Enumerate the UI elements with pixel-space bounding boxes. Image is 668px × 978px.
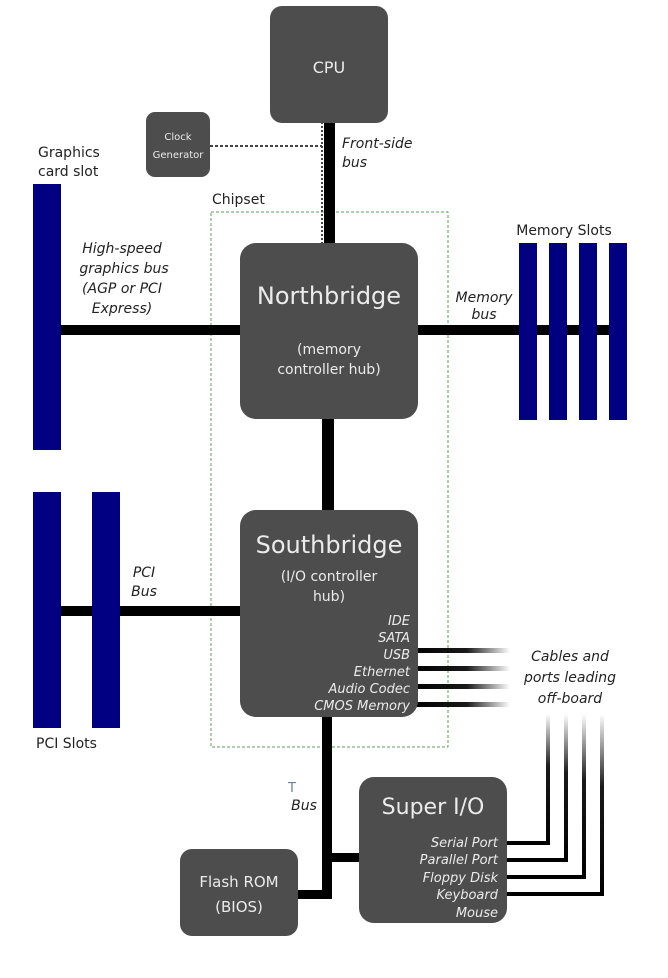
graphics-card-slot <box>33 184 61 450</box>
cable-cmos <box>414 702 510 707</box>
cable-ethernet <box>414 666 510 671</box>
clock-generator-chip: Clock Generator <box>146 112 210 177</box>
flash-rom-chip: Flash ROM (BIOS) <box>180 849 298 936</box>
graphics-bus-label-4: Express) <box>92 301 152 317</box>
northbridge-title: Northbridge <box>257 282 401 310</box>
flash-rom-label-1: Flash ROM <box>199 873 278 891</box>
southbridge-port-usb: USB <box>383 648 410 663</box>
superio-port-parallel: Parallel Port <box>420 853 499 868</box>
southbridge-port-cmos: CMOS Memory <box>314 699 410 714</box>
pci-slot-2 <box>92 492 120 728</box>
northbridge-subtitle-2: controller hub) <box>277 362 380 378</box>
memory-bus-label-1: Memory <box>456 290 514 306</box>
cpu-label: CPU <box>313 58 346 77</box>
southbridge-title: Southbridge <box>256 531 403 559</box>
memory-slots-label: Memory Slots <box>516 223 612 239</box>
front-side-bus-label-2: bus <box>342 155 367 171</box>
memory-slot-3 <box>579 243 597 420</box>
superio-port-keyboard: Keyboard <box>436 888 498 903</box>
front-side-bus-label-1: Front-side <box>342 136 412 152</box>
lpc-bus-to-superio <box>330 853 360 862</box>
cables-label-1: Cables and <box>531 649 609 665</box>
flash-rom-label-2: (BIOS) <box>215 898 263 916</box>
graphics-slot-label-2: card slot <box>38 164 99 180</box>
cable-audio <box>414 684 510 689</box>
cable-usb <box>414 648 510 653</box>
superio-cables <box>500 714 604 896</box>
graphics-bus <box>60 325 242 335</box>
superio-port-mouse: Mouse <box>456 906 498 921</box>
southbridge-subtitle-1: (I/O controller <box>281 569 378 585</box>
graphics-bus-label-1: High-speed <box>82 241 162 257</box>
northbridge-chip: Northbridge (memory controller hub) <box>240 243 418 419</box>
pci-slot-1 <box>33 492 61 728</box>
northbridge-southbridge-link <box>322 418 334 514</box>
graphics-bus-label-2: graphics bus <box>79 261 168 277</box>
superio-port-floppy: Floppy Disk <box>423 871 499 886</box>
lpc-bus-to-flash <box>298 890 332 899</box>
pci-bus-label-2: Bus <box>131 584 157 600</box>
graphics-slot-label-1: Graphics <box>38 145 100 161</box>
southbridge-subtitle-2: hub) <box>313 589 345 605</box>
northbridge-subtitle-1: (memory <box>297 342 361 358</box>
cpu-chip: CPU <box>270 6 388 123</box>
graphics-bus-label-3: (AGP or PCI <box>82 281 162 297</box>
lpc-bus-label-2: Bus <box>291 798 317 814</box>
superio-title: Super I/O <box>382 795 485 820</box>
southbridge-chip: Southbridge (I/O controller hub) IDE SAT… <box>240 510 418 717</box>
chipset-label: Chipset <box>212 192 265 208</box>
front-side-bus <box>324 122 335 246</box>
pci-bus-label-1: PCI <box>133 565 155 581</box>
memory-bus-label-2: bus <box>471 307 496 323</box>
superio-port-serial: Serial Port <box>431 836 499 851</box>
southbridge-port-sata: SATA <box>378 631 410 646</box>
memory-bus <box>416 325 612 335</box>
clock-label-line1: Clock <box>164 132 191 143</box>
southbridge-port-audio: Audio Codec <box>327 682 410 697</box>
clock-label-line2: Generator <box>153 150 205 161</box>
pci-bus <box>60 606 242 616</box>
cables-label-2: ports leading <box>523 670 616 686</box>
southbridge-port-ethernet: Ethernet <box>354 665 411 680</box>
pci-slots-label: PCI Slots <box>36 736 97 752</box>
lpc-bus-vertical <box>322 715 332 898</box>
southbridge-port-ide: IDE <box>388 614 411 629</box>
lpc-bus-label-1: T <box>287 781 296 796</box>
superio-chip: Super I/O Serial Port Parallel Port Flop… <box>359 777 507 923</box>
memory-slot-4 <box>609 243 627 420</box>
memory-slot-1 <box>519 243 537 420</box>
memory-slot-2 <box>549 243 567 420</box>
cables-label-3: off-board <box>538 691 603 707</box>
